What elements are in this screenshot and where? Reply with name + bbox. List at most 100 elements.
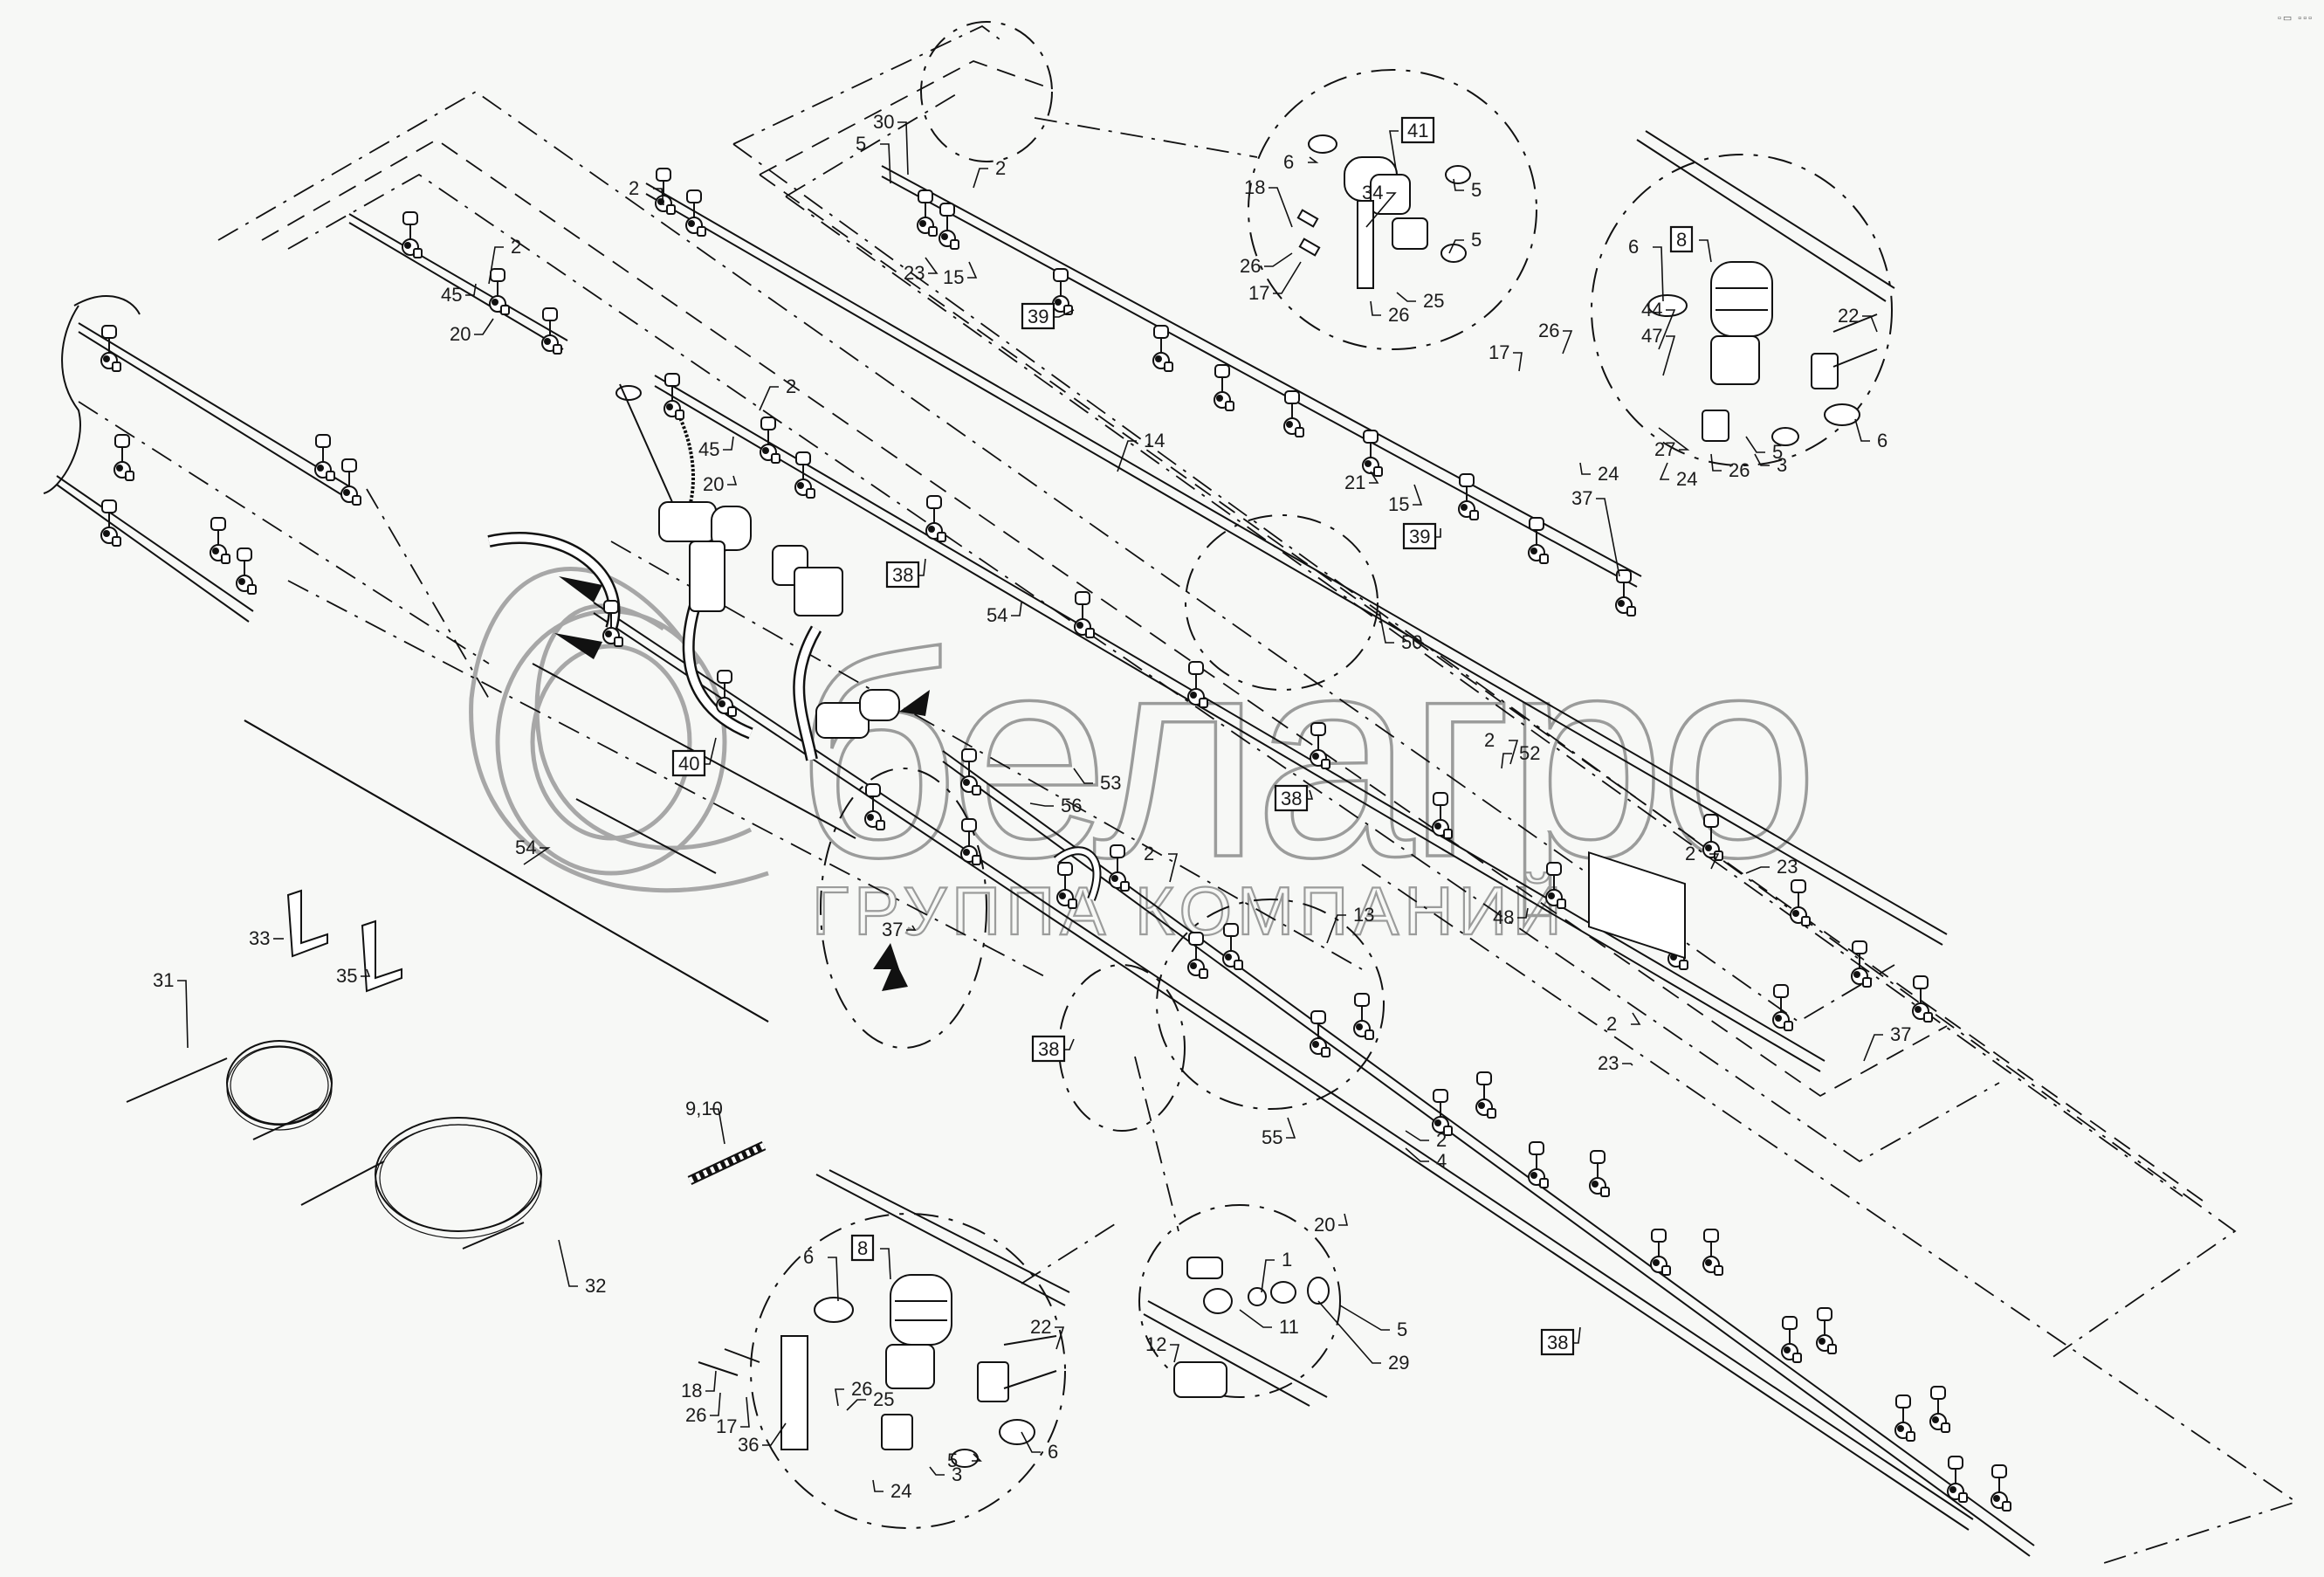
callout-box	[1400, 116, 1435, 144]
leader-line	[1562, 330, 1573, 355]
callout-3: 3	[929, 1463, 962, 1485]
callout-56: 56	[1029, 795, 1082, 816]
callout-number: 56	[1061, 795, 1082, 816]
callout-number: 35	[336, 965, 357, 987]
callout-number: 29	[1388, 1352, 1409, 1374]
callout-number: 26	[851, 1378, 872, 1400]
callout-number: 2	[1436, 1129, 1447, 1151]
callout-39: 39	[1021, 302, 1075, 330]
callout-20: 20	[1314, 1213, 1349, 1236]
callout-17: 17	[1489, 341, 1523, 372]
leader-line	[1317, 1300, 1381, 1364]
leader-line	[1029, 802, 1054, 807]
callout-8: 8	[850, 1234, 891, 1280]
callout-12: 12	[1145, 1333, 1180, 1363]
nozzle-body-icon	[1929, 1386, 1950, 1433]
nozzle-body-icon	[1781, 1316, 1802, 1363]
callout-2: 2	[1405, 1129, 1447, 1151]
detail-circle-38	[1058, 964, 1186, 1132]
callout-number: 32	[585, 1275, 606, 1297]
callout-2: 2	[1144, 843, 1179, 883]
detail-circle-37	[820, 768, 987, 1049]
leader-line	[1709, 853, 1720, 870]
detail-circle-13	[1156, 899, 1385, 1110]
leader-line	[488, 246, 504, 285]
nozzle-body-icon	[1650, 1229, 1671, 1276]
nozzle-body-icon	[113, 434, 134, 481]
callout-2: 2	[1606, 1012, 1641, 1035]
mounting-plate	[1588, 851, 1686, 960]
leader-line	[973, 168, 988, 189]
callout-number: 27	[1654, 438, 1675, 460]
detail-circle-valve-41	[1248, 69, 1537, 350]
nozzle-body-icon	[1894, 1395, 1915, 1442]
nozzle-body-icon	[917, 189, 938, 237]
callout-number: 48	[1493, 906, 1514, 928]
callout-54: 54	[987, 602, 1022, 626]
nozzle-body-icon	[100, 325, 121, 372]
nozzle-detail-assembly	[1143, 1257, 1330, 1407]
leader-line	[1261, 1259, 1275, 1293]
callout-box	[885, 561, 920, 589]
callout-26: 26	[835, 1378, 872, 1407]
leader-line	[1745, 436, 1765, 453]
callout-number: 17	[716, 1415, 737, 1437]
callout-number: 2	[1685, 843, 1695, 864]
callout-number: 38	[892, 564, 913, 586]
leader-line	[1453, 178, 1464, 191]
leader-line	[1389, 130, 1399, 176]
callout-number: 6	[1048, 1441, 1058, 1463]
leader-line	[177, 980, 189, 1049]
leader-line	[1699, 239, 1712, 263]
callout-37: 37	[1863, 1023, 1911, 1062]
callout-5: 5	[1339, 1305, 1407, 1340]
callout-number: 26	[1388, 304, 1409, 326]
callout-18: 18	[681, 1370, 717, 1401]
leader-line	[653, 188, 664, 206]
callout-number: 23	[1777, 856, 1798, 878]
callout-number: 22	[1838, 305, 1859, 327]
nozzle-body-icon	[1947, 1456, 1968, 1503]
callout-41: 41	[1389, 116, 1435, 176]
leader-line	[1011, 602, 1022, 616]
leader-line	[1448, 239, 1464, 254]
callout-9-10: 9,10	[685, 1098, 725, 1145]
callout-number: 6	[1628, 236, 1639, 258]
leader-line	[967, 261, 978, 279]
callout-number: 13	[1353, 904, 1374, 926]
leader-line	[1021, 1431, 1041, 1453]
callout-38: 38	[1274, 784, 1314, 812]
nozzle-body-icon	[489, 268, 510, 315]
callout-number: 8	[857, 1237, 868, 1259]
callout-number: 20	[703, 473, 724, 495]
leader-line	[1405, 1147, 1429, 1162]
leader-line	[474, 318, 494, 335]
nozzle-body-icon	[1528, 1141, 1549, 1188]
callout-number: 14	[1144, 430, 1165, 451]
leader-line	[1264, 252, 1293, 267]
leader-line	[1117, 440, 1137, 472]
leader-line	[929, 1466, 945, 1476]
callout-47: 47	[1641, 325, 1676, 376]
callout-number: 38	[1038, 1038, 1059, 1060]
coil-32	[300, 1117, 542, 1250]
callout-37: 37	[1571, 487, 1620, 577]
callout-number: 31	[153, 969, 174, 991]
callout-number: 47	[1641, 325, 1662, 347]
callout-number: 2	[1144, 843, 1154, 864]
nozzle-body-icon	[1458, 473, 1479, 520]
callout-number: 36	[738, 1434, 759, 1456]
leader-line	[1596, 498, 1620, 577]
callout-6: 6	[1854, 418, 1887, 451]
callout-20: 20	[450, 318, 494, 345]
callout-box	[671, 749, 706, 777]
callout-box	[1669, 225, 1694, 253]
callout-number: 37	[1571, 487, 1592, 509]
leader-line	[1339, 1305, 1390, 1331]
callout-6: 6	[1283, 151, 1319, 173]
leader-line	[1622, 1063, 1633, 1066]
callout-number: 17	[1489, 341, 1509, 363]
callout-number: 34	[1362, 182, 1383, 203]
leader-line	[872, 1479, 884, 1492]
nozzle-body-icon	[100, 499, 121, 547]
